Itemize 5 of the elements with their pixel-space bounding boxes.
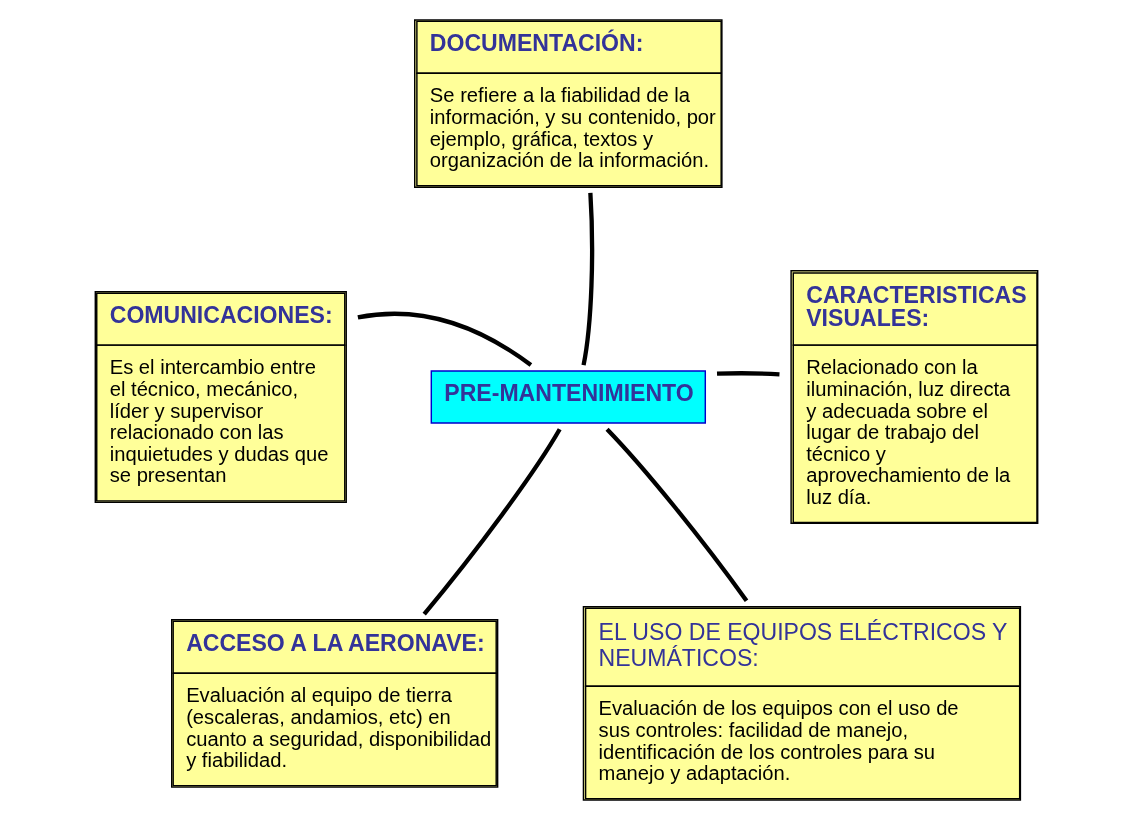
connector: [580, 192, 594, 366]
connector: [422, 428, 562, 616]
connector: [605, 427, 748, 602]
connector: [357, 311, 532, 367]
connector: [716, 371, 780, 377]
